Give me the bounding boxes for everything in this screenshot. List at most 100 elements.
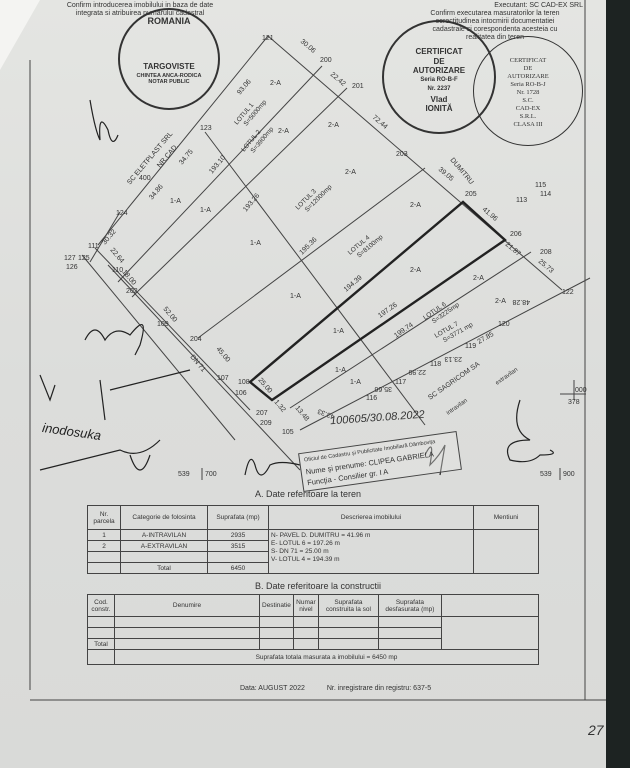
stamp-text: Vlad: [430, 94, 448, 104]
point-label: 108: [238, 379, 250, 386]
executant: Executant: SC CAD-EX SRL: [494, 2, 583, 9]
header-left-line1: Confirm introducerea imobilului in baza …: [66, 2, 214, 9]
header-right-line4: realitatea din teren: [466, 34, 524, 41]
header-right-line2: corectitudinea intocmirii documentatiei: [435, 18, 555, 25]
distance-label: 25.00: [256, 377, 273, 395]
cell: A-INTRAVILAN: [120, 529, 208, 541]
lot-line-6-7: [289, 251, 532, 409]
point-label: 121: [262, 35, 274, 42]
point-label: 115: [535, 182, 546, 189]
header-left: Confirm introducerea imobilului in baza …: [45, 2, 235, 18]
total-label: Total: [120, 562, 208, 574]
col-header: Numar nivel: [292, 594, 319, 617]
point-label: 125: [78, 255, 90, 262]
stamp-text: Nr. 2237: [427, 86, 451, 92]
stamp-text: AUTORIZARE: [412, 66, 466, 75]
distance-label: 25.73: [537, 258, 555, 275]
svg-text:LOTUL 4S=8100mp: LOTUL 4S=8100mp: [347, 227, 385, 262]
distance-label: 195.36: [298, 236, 318, 256]
distance-label: 30.06: [299, 38, 317, 55]
distance-label: 48.28: [512, 298, 530, 305]
section-b-title: B. Date referitoare la constructii: [255, 581, 382, 591]
cell: 2935: [207, 529, 269, 541]
paper-fold: [0, 0, 40, 70]
lot-line-7-south: [299, 277, 591, 431]
point-label: 105: [282, 429, 294, 436]
point-label: 120: [498, 321, 510, 328]
col-header: Destinatie: [259, 594, 294, 617]
col-header: Suprafata (mp): [207, 505, 269, 530]
col-header: Cod. constr.: [87, 594, 115, 617]
section-a-title: A. Date referitoare la teren: [255, 489, 362, 499]
point-label: 117: [395, 379, 406, 386]
table-row: [87, 627, 539, 639]
authorization-stamp-2: CERTIFICAT DE AUTORIZARE Seria RO-B-J Nr…: [473, 36, 583, 146]
grid-coord: 539: [178, 471, 190, 478]
point-label: 114: [540, 191, 551, 198]
footer-date: Data: AUGUST 2022: [240, 685, 305, 692]
zone-label: 2-A: [410, 202, 421, 209]
stamp-text: Seria RO-B-F: [420, 76, 458, 83]
distance-label: 193.10: [208, 154, 227, 175]
point-label: 106: [235, 390, 247, 397]
total-value: 6450: [207, 562, 269, 574]
point-label: 206: [510, 231, 522, 238]
distance-label: 34.75: [178, 148, 195, 166]
road-edge-2: [94, 247, 251, 411]
signature: [506, 399, 554, 463]
col-header: Nr. parcela: [87, 505, 121, 530]
point-label: 107: [217, 375, 229, 382]
lot-line-1-2: [117, 65, 323, 283]
notary-stamp-city: TARGOVISTE: [143, 62, 195, 71]
svg-text:LOTUL 3S=12000mp: LOTUL 3S=12000mp: [294, 178, 333, 217]
distance-label: 23.13: [444, 355, 462, 362]
point-label: 207: [256, 410, 268, 417]
zone-label: 1-A: [333, 328, 344, 335]
notary-stamp-name: CHINTEA ANCA-RODICA: [136, 73, 202, 79]
point-label: 400: [139, 175, 151, 182]
col-header: Descrierea imobilului: [268, 505, 474, 530]
distance-label: 13.48: [293, 405, 310, 423]
ne-boundary: [267, 35, 563, 291]
distance-label: 34.86: [148, 183, 165, 201]
signature: [84, 324, 144, 356]
zone-label: 2-A: [270, 80, 281, 87]
land-table: Nr. parcela Categorie de folosinta Supra…: [87, 505, 539, 574]
stamp-text: IONITĂ: [425, 104, 453, 113]
col-header: Denumire: [114, 594, 260, 617]
col-header: Categorie de folosinta: [120, 505, 208, 530]
header-left-line2: integrata si atribuirea numarului cadast…: [75, 10, 205, 17]
footer-register: Nr. inregistrare din registru: 637-5: [326, 685, 432, 692]
extravilan-label: extravilan: [495, 367, 519, 387]
grid-coord: 378: [568, 399, 580, 406]
zone-label: 2-A: [410, 267, 421, 274]
distance-label: 1.32: [272, 399, 286, 414]
grid-coord: 539: [540, 471, 552, 478]
cell: 3515: [207, 540, 269, 552]
intravilan-label: intravilan: [446, 398, 469, 417]
stamp-text: DE: [433, 56, 445, 66]
total-measured-area: Suprafata totala masurata a imobilului =…: [114, 649, 539, 665]
distance-label: 21.87: [504, 241, 522, 258]
grid-coord: 000: [575, 387, 587, 394]
notary-stamp-top: ROMANIA: [147, 16, 191, 26]
subject-parcel-outline: [248, 200, 507, 402]
distance-label: 45.00: [214, 346, 231, 364]
point-label: 201: [352, 83, 364, 90]
total-row: Total 6450: [87, 562, 539, 574]
point-label: 202: [126, 288, 138, 295]
col-header: Mentiuni: [473, 505, 539, 530]
lot-line-2-3: [131, 87, 348, 298]
stamp-text: CERTIFICAT: [509, 57, 547, 64]
cell: 1: [87, 529, 121, 541]
point-label: 126: [66, 264, 78, 271]
distance-label: 199.74: [393, 322, 415, 340]
zone-label: 1-A: [250, 240, 261, 247]
point-label: 208: [540, 249, 552, 256]
distance-label: 22.42: [329, 71, 347, 88]
footer: Data: AUGUST 2022 Nr. inregistrare din r…: [240, 685, 431, 693]
stamp-text: CERTIFICAT: [415, 47, 463, 56]
col-header: Suprafata construita la sol: [317, 594, 379, 617]
zone-label: 1-A: [170, 198, 181, 205]
notary-stamp-role: NOTAR PUBLIC: [148, 79, 190, 85]
